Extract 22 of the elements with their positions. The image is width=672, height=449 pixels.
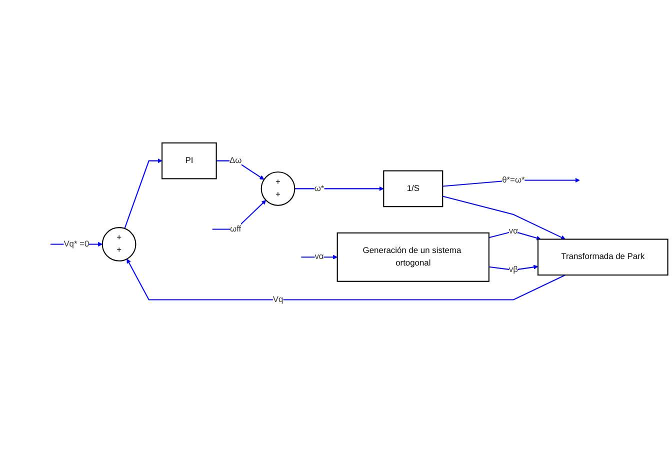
- arrow: [294, 186, 384, 192]
- node-box: 1/S: [383, 170, 444, 208]
- edge-label: Δω: [229, 156, 242, 166]
- edge-label: vβ: [508, 265, 518, 274]
- edge-label: vα: [314, 252, 324, 262]
- arrow: [212, 200, 266, 230]
- edge-label: ω*: [314, 184, 324, 193]
- edge-label: Vq: [272, 295, 284, 304]
- arrow: [126, 258, 566, 300]
- node-circle: + +: [260, 172, 296, 206]
- arrow: [301, 254, 338, 260]
- node-box: Transformada de Park: [537, 238, 668, 276]
- arrow: [442, 178, 580, 187]
- node-box: Generación de un sistema ortogonal: [336, 232, 490, 282]
- edge-label: Vq* =0: [64, 240, 90, 248]
- node-box: PI: [162, 142, 217, 180]
- node-circle: + +: [102, 227, 136, 262]
- edge-label: ωff: [230, 224, 242, 234]
- edge-label: θ*=ω*: [502, 176, 525, 184]
- arrow: [488, 264, 538, 271]
- edge-label: vα: [508, 226, 518, 236]
- arrow: [124, 158, 162, 229]
